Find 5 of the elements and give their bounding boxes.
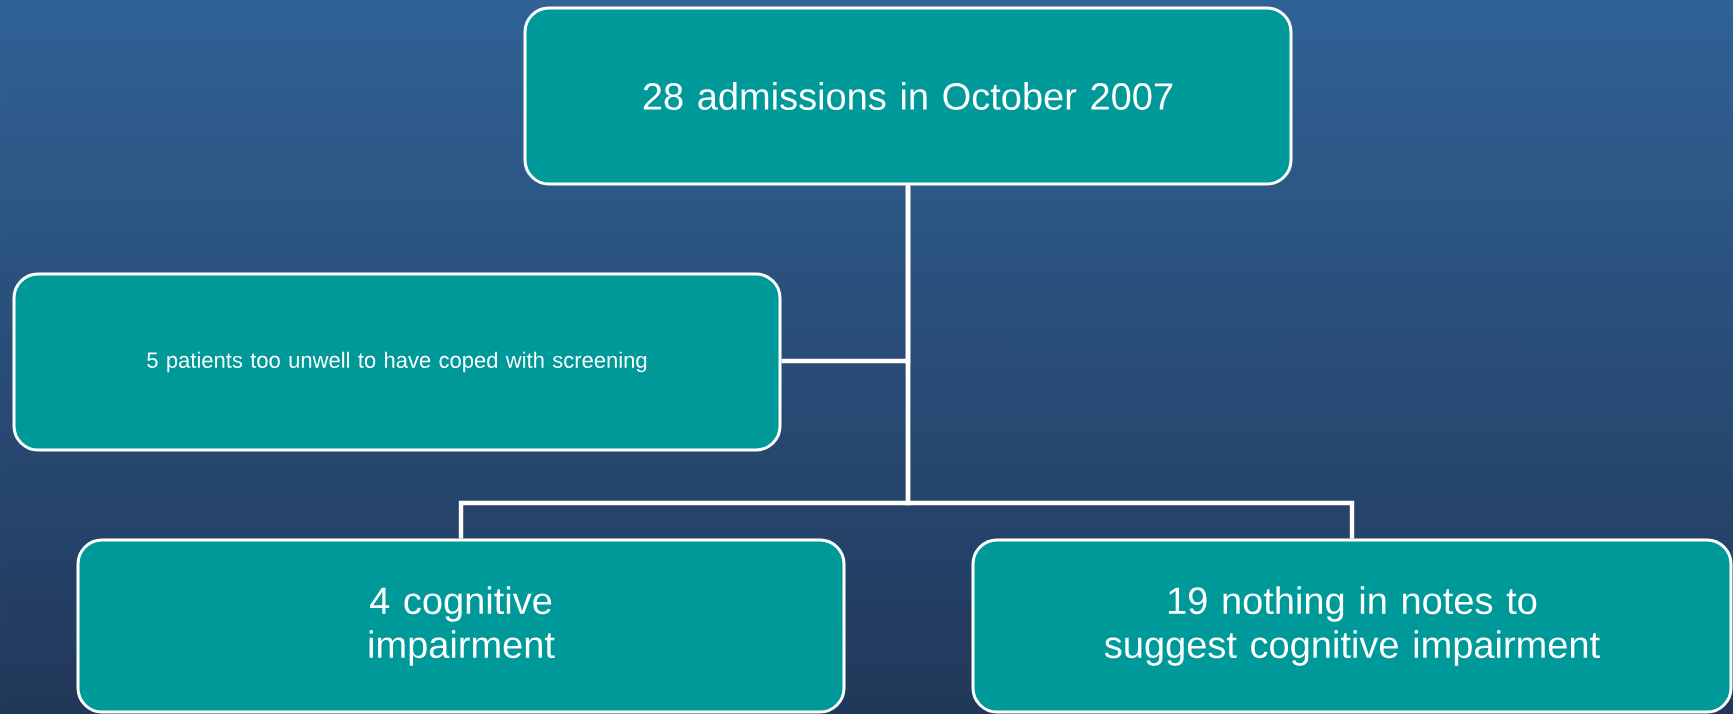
process-box: 4 cognitive impairment — [76, 538, 846, 714]
process-box: 19 nothing in notes to suggest cognitive impairment — [971, 538, 1733, 714]
process-box: 5 patients too unwell to have coped with screening — [12, 272, 782, 452]
connector-line — [905, 185, 1355, 539]
process-box: 28 admissions in October 2007 — [523, 6, 1293, 186]
